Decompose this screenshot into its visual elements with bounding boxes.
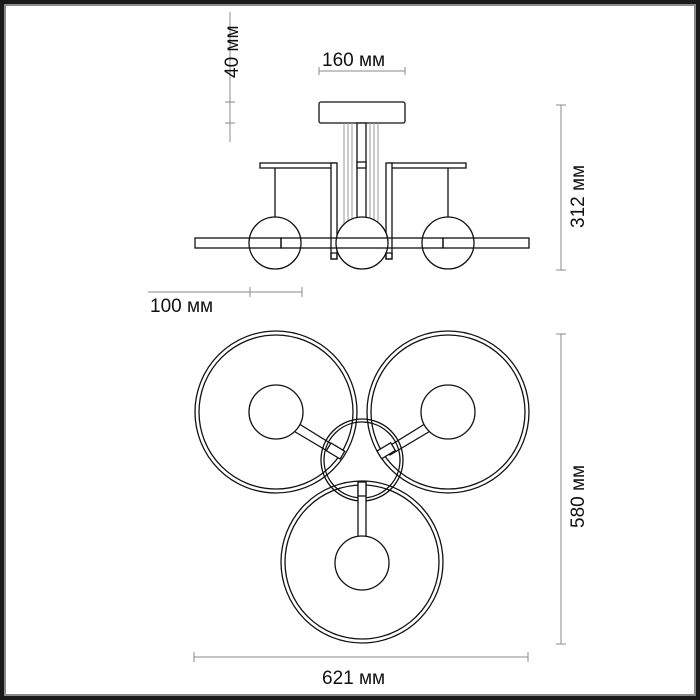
right-arm-top <box>389 162 467 169</box>
top-dimensions <box>193 333 566 662</box>
left-arm-clip <box>325 442 346 460</box>
ceiling-base <box>318 101 406 124</box>
offset-label: 100 мм <box>150 296 213 317</box>
central-stem <box>356 122 367 220</box>
right-ring-shade <box>366 330 530 494</box>
left-ring-shade <box>194 330 358 494</box>
center-globe <box>335 216 389 270</box>
stem-joint <box>356 161 367 169</box>
top-view <box>194 330 530 644</box>
drawing-frame-inner <box>4 4 696 696</box>
base-width-label: 160 мм <box>322 50 385 71</box>
total-height-label: 312 мм <box>568 165 589 228</box>
bracket-foot-right <box>385 252 393 260</box>
right-top-globe <box>420 384 476 440</box>
base-height-label: 40 мм <box>222 25 243 78</box>
bottom-top-globe <box>334 535 390 591</box>
bracket-foot-left <box>330 252 338 260</box>
left-globe <box>248 216 302 270</box>
side-view <box>194 101 530 270</box>
side-dimensions <box>148 12 566 297</box>
right-arm-clip <box>376 441 397 460</box>
right-ring-edge <box>442 237 530 249</box>
left-arm-top <box>259 162 337 169</box>
bottom-arm-clip <box>357 481 367 497</box>
top-width-label: 621 мм <box>322 668 385 689</box>
right-globe <box>421 216 475 270</box>
top-depth-label: 580 мм <box>568 465 589 528</box>
left-top-globe <box>248 384 304 440</box>
